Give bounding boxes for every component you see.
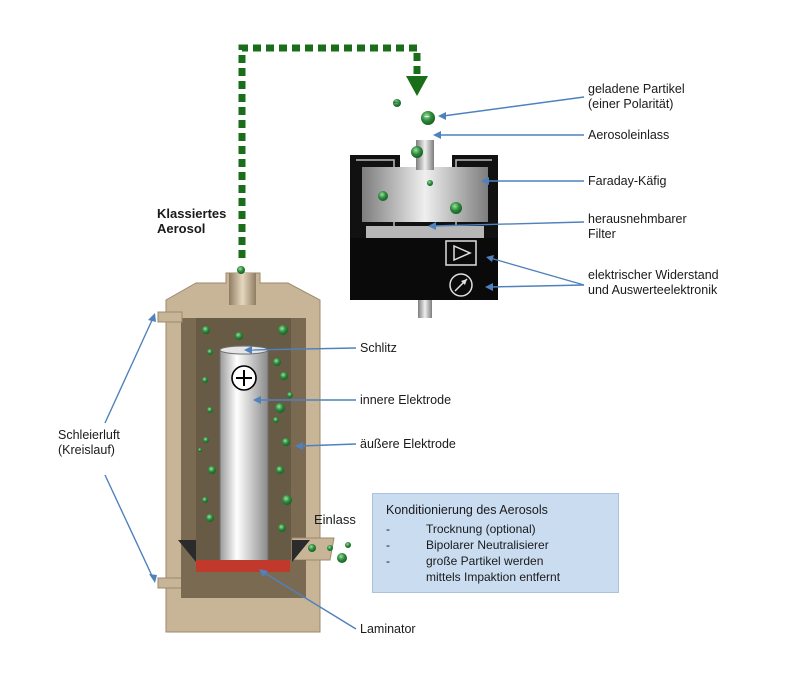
info-box-item: mittels Impaktion entfernt: [426, 570, 561, 584]
classified-aerosol-flow-arrow: [238, 44, 428, 258]
charged-particles-label: geladene Partikel (einer Polarität): [588, 82, 685, 111]
faraday-cup: [350, 140, 498, 318]
laminator-label: Laminator: [360, 622, 416, 636]
info-box-item: -Bipolarer Neutralisierer: [386, 538, 549, 552]
aerosol-inlet-label: Aerosoleinlass: [588, 128, 670, 142]
particle-charge-symbol: −: [424, 112, 430, 123]
pointer-arrowheads: [148, 112, 494, 583]
particles-in-faraday-cup: [378, 99, 462, 214]
inner-electrode-label: innere Elektrode: [360, 393, 452, 407]
classified-aerosol-label: Klassiertes Aerosol: [157, 206, 227, 236]
info-box-title: Konditionierung des Aerosols: [386, 503, 548, 517]
inner-electrode: [219, 345, 269, 564]
outer-electrode-label: äußere Elektrode: [360, 437, 456, 451]
particles-in-dma: [198, 266, 351, 563]
electronics-label: elektrischer Widerstand und Auswerteelek…: [588, 268, 719, 297]
faraday-cage-label: Faraday-Käfig: [588, 174, 667, 188]
particle-charge-symbol: −: [393, 97, 399, 107]
aerosol-conditioning-box: Konditionierung des Aerosols -Trocknung …: [372, 493, 619, 593]
pointer-lines: [104, 96, 585, 630]
slit-label: Schlitz: [360, 341, 397, 355]
info-box-item: -Trocknung (optional): [386, 522, 536, 536]
laminator: [196, 560, 290, 572]
info-box-item: -große Partikel werden: [386, 554, 544, 568]
inlet-label: Einlass: [314, 512, 356, 527]
sheath-air-label: Schleierluft (Kreislauf): [58, 428, 120, 457]
filter-label: herausnehmbarer Filter: [588, 212, 687, 241]
